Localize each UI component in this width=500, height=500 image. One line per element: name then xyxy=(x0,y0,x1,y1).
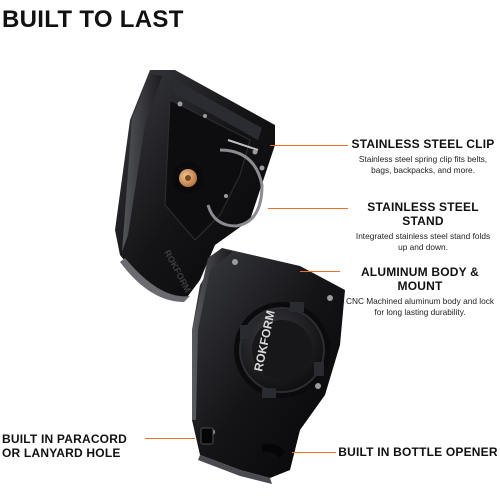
callout-title: STAINLESS STEEL STAND xyxy=(367,200,479,228)
callout-title: BUILT IN PARACORD OR LANYARD HOLE xyxy=(2,432,142,460)
leader-line-stand xyxy=(268,208,348,209)
callout-desc-line: up and down. xyxy=(398,242,448,252)
callout-stainless-steel-stand: STAINLESS STEEL STAND Integrated stainle… xyxy=(350,200,496,253)
leader-line-opener xyxy=(292,452,336,453)
callout-title: STAINLESS STEEL CLIP xyxy=(351,137,495,151)
mount-body: ROKFORM xyxy=(192,248,345,484)
callout-title: BUILT IN BOTTLE OPENER xyxy=(338,445,498,459)
callout-desc-line: CNC Machined aluminum body and lock xyxy=(345,296,495,306)
callout-bottle-opener: BUILT IN BOTTLE OPENER xyxy=(338,445,498,459)
callout-desc-line: Integrated stainless steel stand folds xyxy=(355,231,491,241)
leader-line-lanyard xyxy=(145,438,195,439)
callout-title-line: BUILT IN PARACORD xyxy=(2,432,127,446)
callout-paracord-lanyard-hole: BUILT IN PARACORD OR LANYARD HOLE xyxy=(2,432,142,460)
leader-line-body xyxy=(300,271,340,272)
callout-title: ALUMINUM BODY & MOUNT xyxy=(360,265,480,293)
leader-line-clip xyxy=(270,145,348,146)
callout-description: Stainless steel spring clip fits belts, … xyxy=(350,154,496,176)
callout-desc-line: Stainless steel spring clip fits belts, xyxy=(358,154,488,164)
callout-description: CNC Machined aluminum body and lock for … xyxy=(342,296,498,318)
callout-stainless-steel-clip: STAINLESS STEEL CLIP Stainless steel spr… xyxy=(350,137,496,176)
page-title: BUILT TO LAST xyxy=(2,6,184,33)
clip-assembly: ROKFORM xyxy=(115,70,275,302)
callout-aluminum-body-mount: ALUMINUM BODY & MOUNT CNC Machined alumi… xyxy=(342,265,498,318)
callout-desc-line: bags, backpacks, and more. xyxy=(371,165,475,175)
callout-title-line: OR LANYARD HOLE xyxy=(2,446,121,460)
callout-desc-line: for long lasting durability. xyxy=(374,307,466,317)
callout-description: Integrated stainless steel stand folds u… xyxy=(350,231,496,253)
